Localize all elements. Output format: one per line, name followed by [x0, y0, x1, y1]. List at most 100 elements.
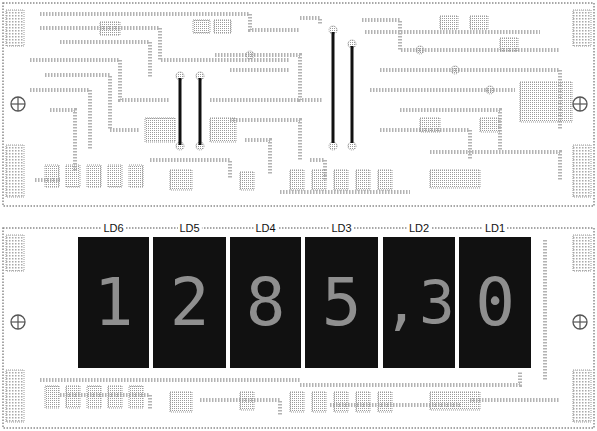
- trace-part: [280, 190, 410, 194]
- edge-connector-part: [573, 370, 591, 422]
- component-pad: [45, 386, 480, 412]
- component-pad-part: [312, 170, 326, 190]
- display-designator: LD5: [177, 222, 201, 235]
- display-reading: 0: [459, 270, 531, 336]
- component-pad-part: [378, 392, 392, 412]
- trace-part: [543, 240, 547, 380]
- trace-part: [365, 30, 540, 34]
- component-pad-part: [470, 16, 488, 29]
- edge-connector: [6, 10, 591, 197]
- component-pad-part: [440, 16, 458, 29]
- component-pad-part: [430, 392, 480, 410]
- wire-jumper-part: [332, 32, 335, 143]
- component-pad-part: [451, 66, 459, 74]
- edge-connector: [6, 235, 591, 422]
- seven-segment-display: LD10: [459, 237, 531, 368]
- trace-part: [30, 90, 90, 150]
- component-pad-part: [240, 172, 254, 190]
- edge-connector-part: [573, 145, 591, 197]
- component-pad-part: [87, 386, 101, 408]
- component-pad-part: [45, 386, 59, 408]
- component-pad-part: [378, 170, 392, 190]
- component-pad-part: [420, 118, 440, 132]
- component-pad-part: [100, 22, 120, 35]
- trace-part: [300, 372, 520, 385]
- component-pad-part: [66, 386, 80, 408]
- component-pad-part: [170, 170, 192, 190]
- component-pad-part: [334, 170, 348, 190]
- edge-connector-part: [573, 10, 591, 46]
- mounting-hole-part: [573, 97, 587, 111]
- wire-jumper-part: [179, 78, 182, 145]
- wire-jumper: [180, 32, 352, 145]
- mounting-hole: [11, 97, 587, 111]
- display-reading: 5: [305, 270, 378, 336]
- display-designator: LD3: [329, 222, 353, 235]
- component-pad-part: [416, 46, 424, 54]
- component-pad-part: [87, 165, 101, 187]
- trace-part: [380, 130, 470, 160]
- wire-jumper-part: [351, 46, 354, 143]
- trace-part: [30, 60, 170, 100]
- display-board: [3, 228, 594, 428]
- edge-connector-part: [6, 145, 24, 197]
- display-reading: ,3: [383, 273, 455, 332]
- display-designator: LD4: [253, 222, 277, 235]
- trace-part: [362, 20, 560, 50]
- trace-part: [230, 120, 300, 160]
- trace: [30, 14, 560, 192]
- component-pad-part: [356, 170, 370, 190]
- display-designator: LD6: [101, 222, 125, 235]
- trace-part: [40, 28, 290, 60]
- component-pad-part: [108, 165, 122, 187]
- component-pad-part: [290, 392, 304, 412]
- trace-part: [45, 75, 140, 130]
- mounting-hole-part: [579, 97, 580, 111]
- component-pad: [45, 16, 572, 190]
- trace-part: [300, 18, 320, 24]
- display-board-part: [3, 228, 594, 428]
- component-pad-part: [66, 165, 80, 187]
- edge-connector-part: [573, 235, 591, 271]
- component-pad-part: [348, 142, 356, 150]
- component-pad-part: [480, 118, 500, 132]
- seven-segment-display: LD48: [230, 237, 301, 368]
- top-board: [3, 3, 594, 206]
- display-reading: 2: [153, 270, 226, 336]
- mounting-hole-part: [17, 97, 18, 111]
- mounting-hole-part: [11, 315, 25, 329]
- component-pad-part: [214, 20, 231, 33]
- component-pad-part: [210, 118, 236, 142]
- edge-connector-part: [6, 235, 24, 271]
- component-pad-part: [129, 165, 143, 187]
- top-board-part: [3, 3, 594, 206]
- seven-segment-display: LD52: [153, 237, 226, 368]
- component-pad-part: [45, 165, 59, 187]
- component-pad-part: [108, 386, 122, 408]
- display-reading: 1: [78, 270, 149, 336]
- trace-part: [245, 140, 270, 175]
- trace-part: [230, 68, 290, 72]
- mounting-hole-part: [11, 97, 25, 111]
- trace-part: [215, 55, 322, 100]
- display-designator: LD1: [483, 222, 507, 235]
- trace-part: [40, 378, 300, 382]
- component-pad-part: [312, 392, 326, 412]
- component-pad-part: [145, 118, 175, 142]
- seven-segment-display: LD2,3: [383, 237, 455, 368]
- component-pad-part: [486, 86, 494, 94]
- component-pad-part: [500, 38, 518, 51]
- component-pad-part: [334, 392, 348, 412]
- component-pad-part: [193, 20, 210, 33]
- trace-part: [50, 110, 75, 172]
- mounting-hole-part: [579, 315, 580, 329]
- mounting-hole-part: [573, 315, 587, 329]
- component-pad-part: [246, 51, 254, 59]
- edge-connector-part: [6, 370, 24, 422]
- mounting-hole-part: [17, 315, 18, 329]
- display-designator: LD2: [407, 222, 431, 235]
- component-pad-part: [356, 392, 370, 412]
- display-reading: 8: [230, 270, 301, 336]
- component-pad-part: [430, 170, 480, 188]
